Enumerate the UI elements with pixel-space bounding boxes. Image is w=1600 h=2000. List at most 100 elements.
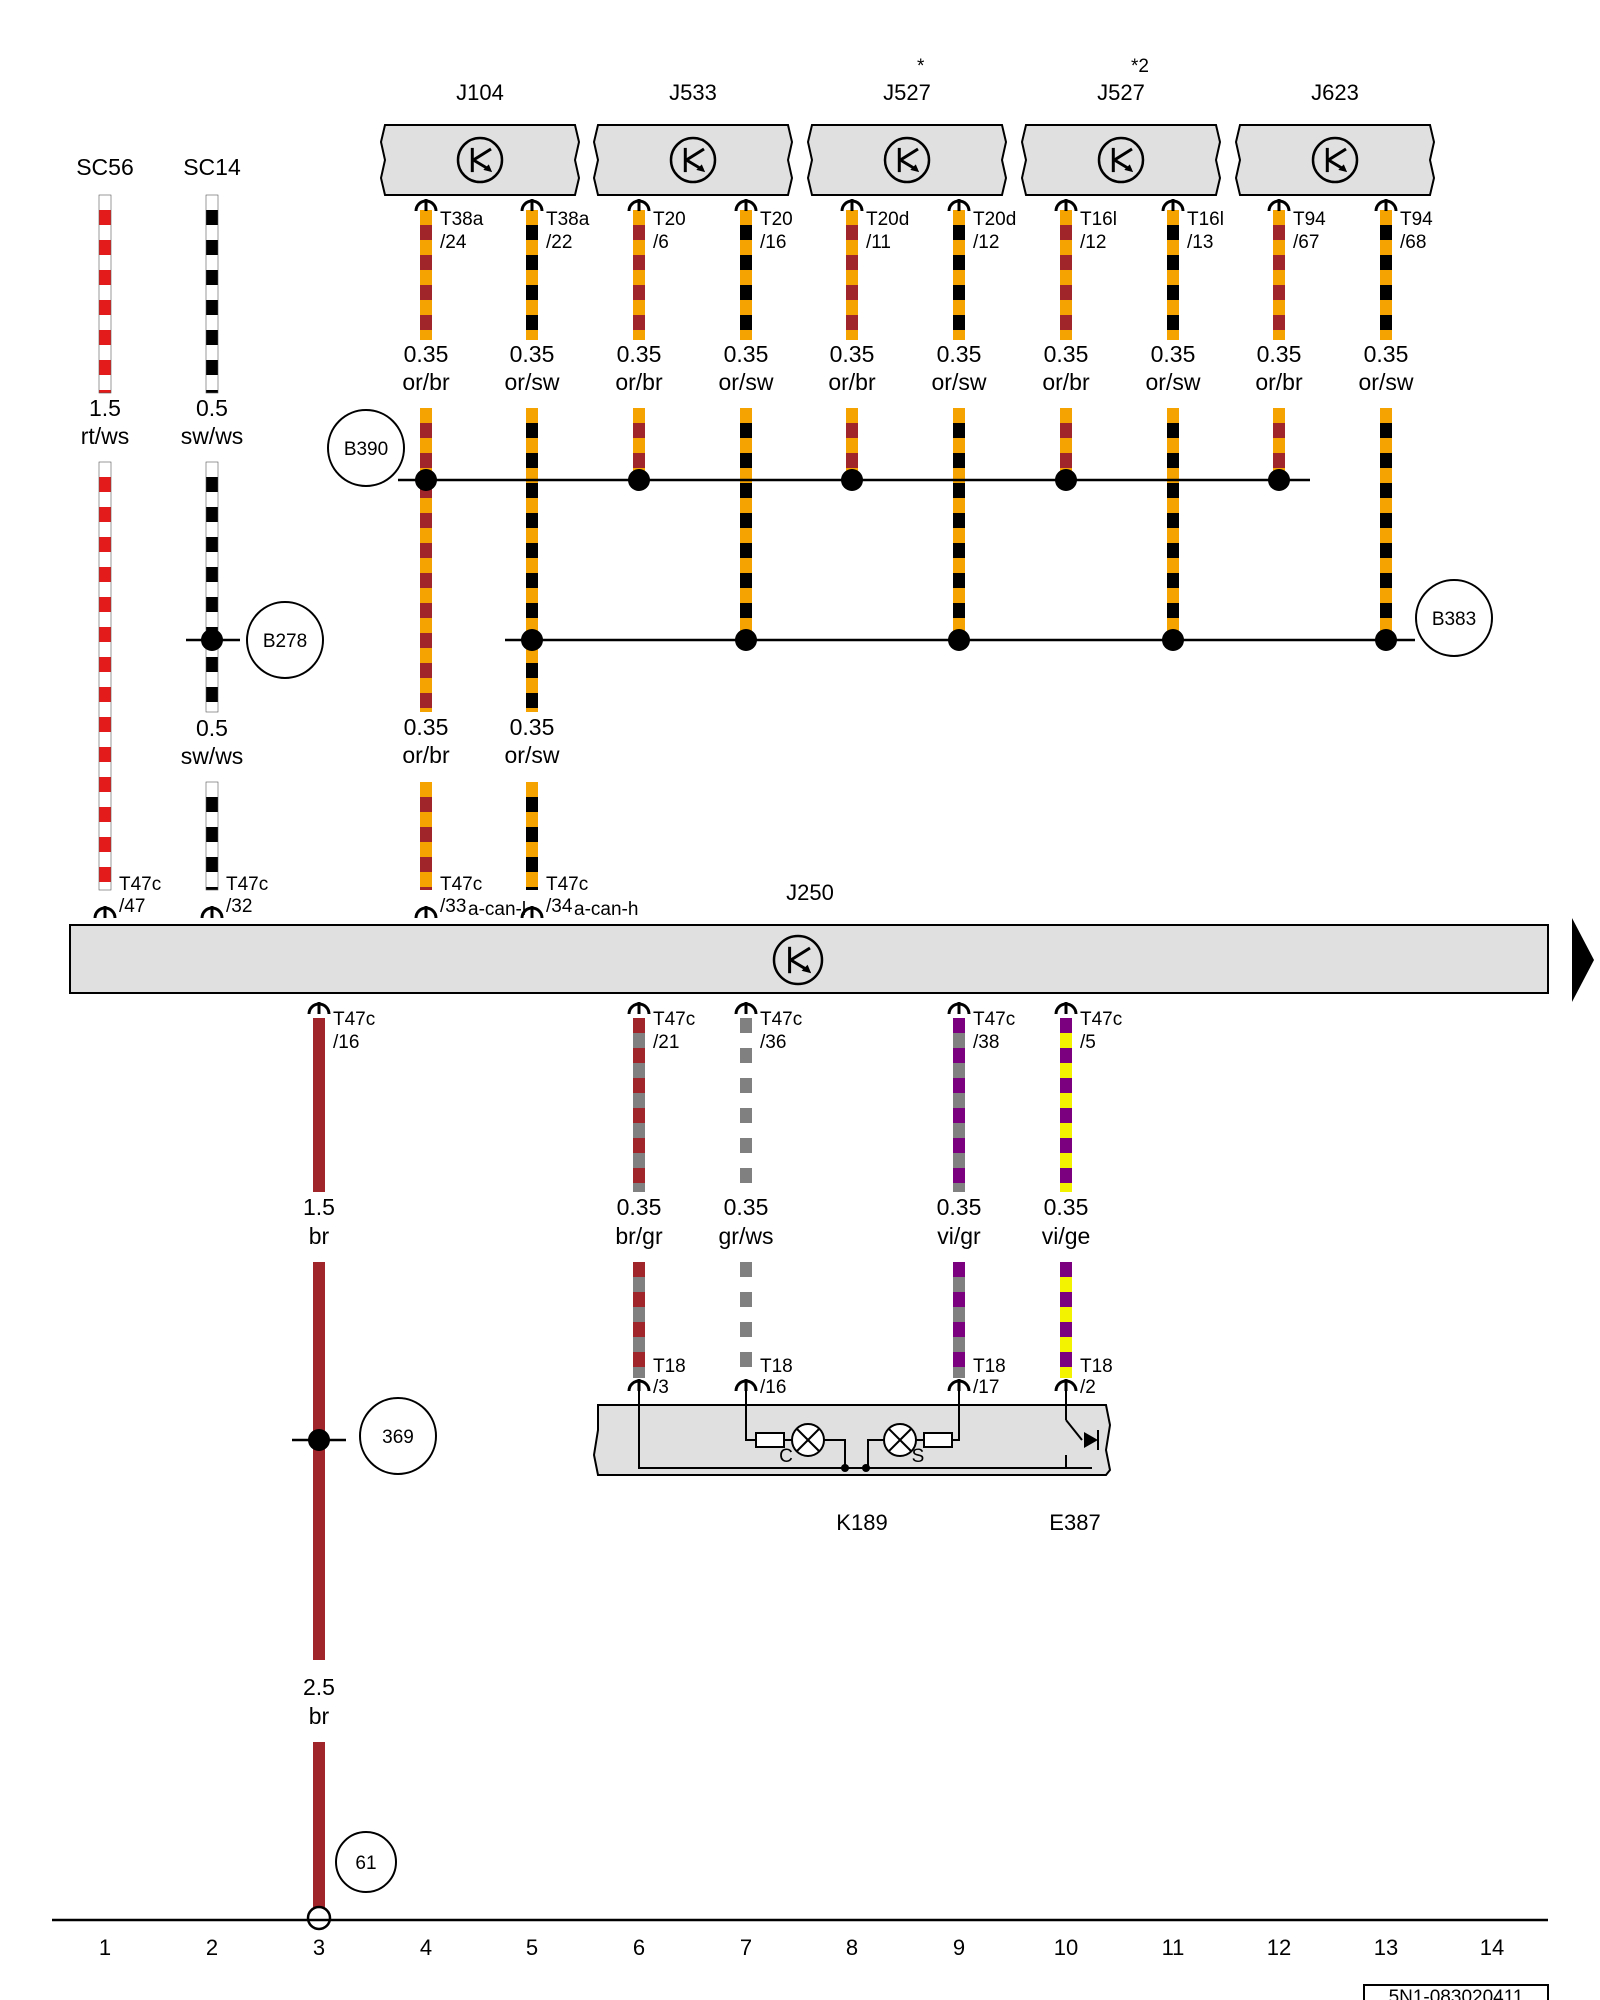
connector-pin-number: /21 <box>653 1032 679 1053</box>
wire-color: sw/ws <box>181 423 244 449</box>
can-wire-stripe <box>740 603 752 618</box>
ecu-symbol-icon <box>1311 136 1359 184</box>
can-wire <box>1060 210 1072 340</box>
supply-wire-stripe <box>206 857 218 872</box>
wire-gauge: 0.35 <box>510 714 555 740</box>
wire-color: or/br <box>402 369 450 395</box>
wire-color: sw/ws <box>181 743 244 769</box>
splice-dot <box>948 629 970 651</box>
lamp-icon-x <box>796 1428 820 1452</box>
signal-wire-stripe <box>633 1153 645 1168</box>
wire-color: or/sw <box>505 369 560 395</box>
can-wire <box>633 210 645 340</box>
connector-pin-number: /3 <box>653 1377 669 1398</box>
connector-pin-number: /47 <box>119 896 145 917</box>
supply-wire-outline <box>205 461 219 713</box>
signal-wire-stripe <box>633 1183 645 1192</box>
can-wire-stripe <box>633 315 645 330</box>
component-label-k189: K189 <box>836 1510 887 1535</box>
can-wire-stripe <box>526 513 538 528</box>
connector-pin-number: /17 <box>973 1377 999 1398</box>
column-number: 13 <box>1374 1935 1398 1960</box>
supply-wire-stripe <box>99 657 111 672</box>
ecu-symbol-icon-base <box>790 946 811 962</box>
supply-wire-stripe <box>206 330 218 345</box>
can-wire-stripe <box>1167 573 1179 588</box>
wire-gauge: 0.35 <box>937 341 982 367</box>
junction-dot <box>862 1464 870 1472</box>
can-wire <box>846 210 858 340</box>
supply-wire-stripe <box>206 270 218 285</box>
connector-pin-number: /36 <box>760 1032 786 1053</box>
can-wire-stripe <box>1380 603 1392 618</box>
wire-color: br <box>309 1703 330 1729</box>
connector-label: T20 <box>760 209 793 230</box>
wire-color: or/br <box>1255 369 1303 395</box>
signal-wire-stripe <box>953 1063 965 1078</box>
can-wire-stripe <box>1060 255 1072 270</box>
supply-wire-stripe <box>206 797 218 812</box>
signal-wire <box>313 1018 325 1192</box>
connector-pin-number: /16 <box>333 1032 359 1053</box>
wire-color: rt/ws <box>81 423 130 449</box>
supply-wire-stripe <box>99 537 111 552</box>
can-wire-stripe <box>953 453 965 468</box>
wire-gauge: 0.35 <box>724 1194 769 1220</box>
supply-wire-outline <box>98 461 112 891</box>
splice-dot <box>1162 629 1184 651</box>
can-wire-stripe <box>1380 423 1392 438</box>
can-wire-stripe <box>740 543 752 558</box>
connector-label: T18 <box>973 1356 1006 1377</box>
signal-wire-stripe <box>740 1063 752 1078</box>
junction-dot <box>841 1464 849 1472</box>
connector-label: T94 <box>1400 209 1433 230</box>
supply-wire-stripe <box>99 627 111 642</box>
can-wire-stripe <box>1167 483 1179 498</box>
wire-gauge: 0.35 <box>1044 341 1089 367</box>
can-wire-stripe <box>953 513 965 528</box>
can-wire-stripe <box>953 573 965 588</box>
connector-label: T47c <box>333 1009 375 1030</box>
wire-color: or/br <box>402 742 450 768</box>
can-wire-stripe <box>1060 453 1072 468</box>
wire-gauge: 0.35 <box>937 1194 982 1220</box>
supply-wire-stripe <box>206 597 218 612</box>
signal-wire-stripe <box>740 1033 752 1048</box>
can-wire-stripe <box>420 663 432 678</box>
connector-pin-number: /24 <box>440 232 467 253</box>
column-number: 6 <box>633 1935 645 1960</box>
can-wire-stripe <box>953 225 965 240</box>
ref-61-label: 61 <box>355 1853 376 1874</box>
wire-color: or/br <box>828 369 876 395</box>
connector-label: T38a <box>440 209 484 230</box>
doc-id-box <box>1363 1984 1549 2000</box>
signal-wire-stripe <box>1060 1153 1072 1168</box>
can-wire-stripe <box>526 603 538 618</box>
can-wire-stripe <box>1380 453 1392 468</box>
lamp-letter: S <box>912 1446 925 1467</box>
column-number: 4 <box>420 1935 432 1960</box>
supply-wire-stripe <box>206 687 218 702</box>
connector-label: T18 <box>653 1356 686 1377</box>
connector-pin-number: /16 <box>760 232 786 253</box>
connector-pin-number: /33 <box>440 896 466 917</box>
wire-color: br/gr <box>615 1223 663 1249</box>
can-wire-stripe <box>1273 423 1285 438</box>
lamp-trace <box>824 1439 846 1468</box>
wire-color: or/br <box>1042 369 1090 395</box>
can-wire-stripe <box>1273 315 1285 330</box>
signal-wire-stripe <box>953 1093 965 1108</box>
column-number: 11 <box>1162 1935 1185 1960</box>
resistor-icon <box>755 1432 785 1448</box>
column-number: 14 <box>1480 1935 1504 1960</box>
can-wire-stripe <box>953 285 965 300</box>
can-wire-stripe <box>740 453 752 468</box>
can-wire-stripe <box>420 225 432 240</box>
can-wire-stripe <box>740 285 752 300</box>
control-unit-box <box>806 124 1008 196</box>
can-wire-stripe <box>526 315 538 330</box>
ecu-symbol-icon <box>669 136 717 184</box>
ecu-symbol-icon <box>1097 136 1145 184</box>
can-wire-stripe <box>1167 225 1179 240</box>
splice-dot <box>735 629 757 651</box>
